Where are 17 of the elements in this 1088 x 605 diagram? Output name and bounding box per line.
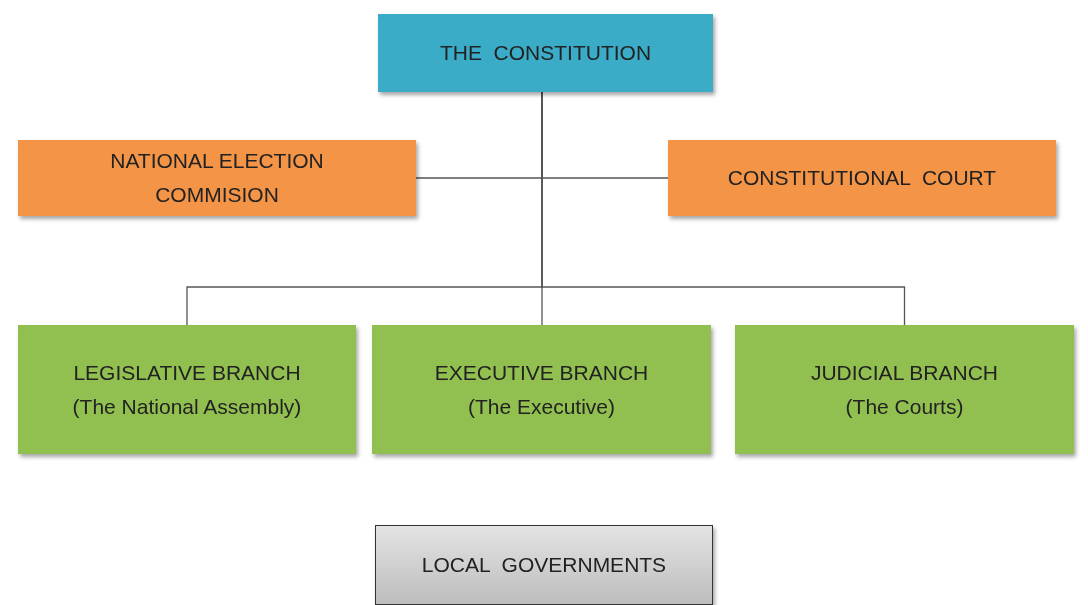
local-box xyxy=(375,525,713,605)
title-box xyxy=(378,14,713,92)
branch-box xyxy=(735,325,1074,454)
node-heading: THE CONSTITUTION xyxy=(439,40,652,67)
node-subtitle: (The National Assembly) xyxy=(72,393,302,420)
node-heading: CONSTITUTIONAL COURT xyxy=(727,165,997,192)
node-heading: EXECUTIVE BRANCH xyxy=(434,359,649,386)
node-heading: NATIONAL ELECTION COMMISION xyxy=(109,148,325,208)
node-subtitle: (The Courts) xyxy=(845,393,964,420)
branch-box xyxy=(18,325,356,454)
node-heading: JUDICIAL BRANCH xyxy=(810,359,999,386)
body-box xyxy=(668,140,1056,216)
node-heading: LOCAL GOVERNMENTS xyxy=(421,552,667,579)
node-heading: LEGISLATIVE BRANCH xyxy=(73,359,301,386)
node-subtitle: (The Executive) xyxy=(467,393,616,420)
body-box xyxy=(18,140,416,216)
branch-box xyxy=(372,325,711,454)
